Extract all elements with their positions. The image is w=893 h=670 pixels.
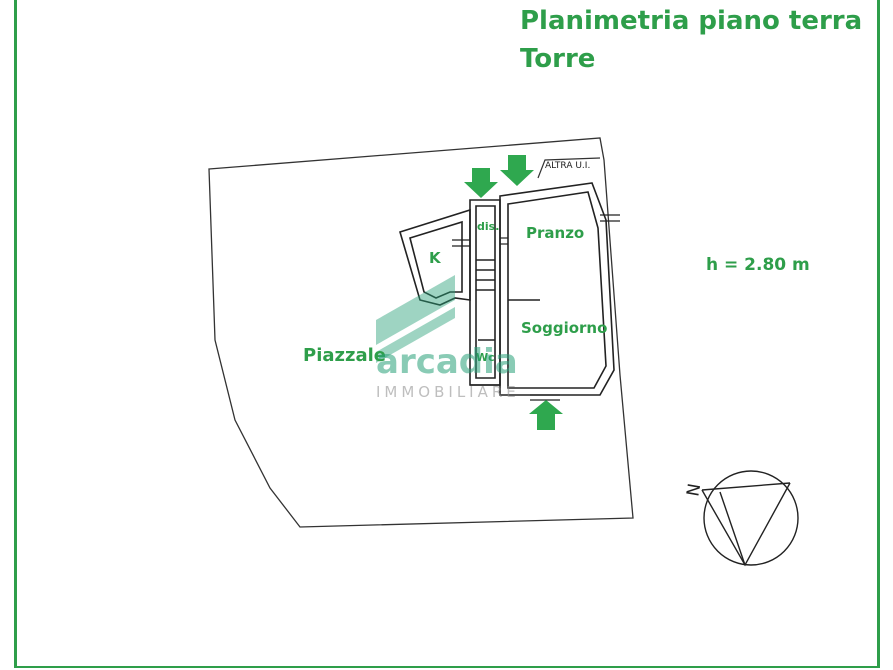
title-line-2: Torre [520,44,596,74]
other-unit-label: ALTRA U.I. [545,161,591,171]
building-walls [399,182,615,396]
compass-rose [701,470,799,567]
other-unit-boundary [537,157,601,179]
door-marks [452,214,620,401]
title-line-1: Planimetria piano terra [520,6,863,36]
watermark-brand: arcadia [376,342,518,382]
entrance-arrow-1 [464,168,498,198]
room-label-courtyard: Piazzale [303,345,386,366]
entrance-arrows [464,155,563,430]
entrance-arrow-2 [500,155,534,186]
room-label-wc: Wc [476,351,495,364]
page-title: Planimetria piano terra Torre [520,2,862,78]
page-frame [14,0,880,668]
height-note: h = 2.80 m [706,255,810,275]
room-label-dining: Pranzo [526,224,585,242]
room-label-disimpegno: dis. [477,220,500,233]
entrance-arrow-3 [537,414,555,430]
room-label-kitchen: K [429,249,441,267]
watermark-sub: IMMOBILIARE [376,383,520,401]
site-boundary [208,137,634,528]
room-label-living: Soggiorno [521,319,608,337]
watermark-logo-stripes [376,275,455,363]
